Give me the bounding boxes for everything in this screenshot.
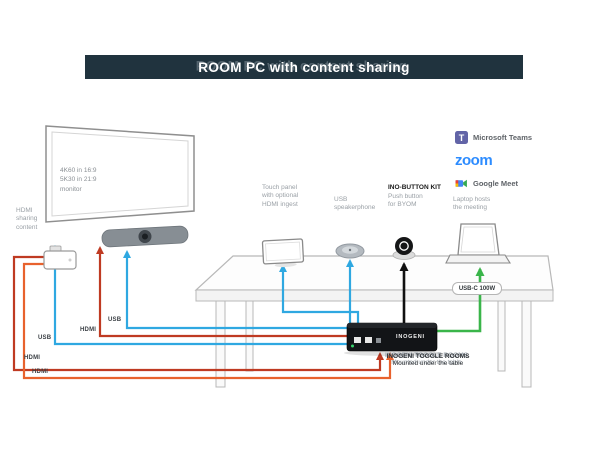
hdmi-cable-left-2: [22, 262, 394, 380]
usbc-power-label: USB-C 100W: [458, 285, 496, 292]
microsoft-teams-icon: [455, 131, 468, 144]
touch-panel: [261, 238, 305, 268]
page-title: ROOM PC with content sharing: [198, 59, 410, 75]
monitor: [45, 125, 195, 223]
ino-button: [392, 237, 416, 260]
video-bar: [101, 225, 189, 248]
hdmi-sharing-label: HDMI sharing content: [16, 207, 38, 231]
cable-label-usb-videobar: USB: [108, 317, 122, 323]
usb-cable-videobar: [123, 250, 347, 330]
google-meet-icon: [455, 179, 467, 188]
ino-button-subtitle: Push button for BYOM: [388, 193, 423, 209]
box-caption: INOGENI TOGGLE ROOMS Mounted under the t…: [358, 353, 498, 367]
usb-cable-sharing-device: [51, 245, 347, 346]
teams-label: Microsoft Teams: [473, 133, 533, 142]
zoom-logo: zoom: [455, 152, 493, 169]
box-port: [376, 338, 381, 343]
box-led: [351, 344, 354, 348]
ino-button-title: INO-BUTTON KIT: [388, 184, 441, 191]
box-port: [365, 337, 372, 343]
laptop: [445, 223, 511, 264]
hdmi-sharing-device: [43, 245, 77, 270]
usb-cable-touchpanel: [279, 264, 360, 323]
teams-logo-row: Microsoft Teams: [455, 131, 532, 144]
hdmi-cable-left-1: [12, 255, 384, 372]
usbc-power-badge: USB-C 100W: [452, 282, 502, 295]
meet-logo-row: Google Meet: [455, 177, 518, 190]
meeting-table: [194, 255, 554, 388]
cables: [12, 245, 485, 380]
meet-label: Google Meet: [473, 179, 519, 188]
hdmi-cable-monitor: [96, 246, 347, 338]
switcher-box: [344, 322, 440, 356]
cable-label-hdmi-monitor: HDMI: [80, 327, 97, 333]
box-port: [354, 337, 361, 343]
box-brand-label: INOGENI: [396, 334, 425, 340]
laptop-label: Laptop hosts the meeting: [453, 196, 491, 212]
touch-panel-label: Touch panel with optional HDMI ingest: [262, 184, 299, 208]
box-caption-line1: INOGENI TOGGLE ROOMS: [386, 353, 470, 360]
box-caption-line2: Mounted under the table: [392, 360, 464, 367]
title-banner: ROOM PC with content sharing: [85, 55, 523, 79]
monitor-label: 4K60 in 16:9 5K30 in 21:9 monitor: [60, 167, 97, 193]
cable-label-hdmi-left-2: HDMI: [32, 369, 49, 375]
speakerphone-label: USB speakerphone: [334, 196, 376, 212]
cable-label-usb-left: USB: [38, 335, 52, 341]
usb-speakerphone: [335, 243, 365, 259]
cable-label-hdmi-left-1: HDMI: [24, 355, 41, 361]
